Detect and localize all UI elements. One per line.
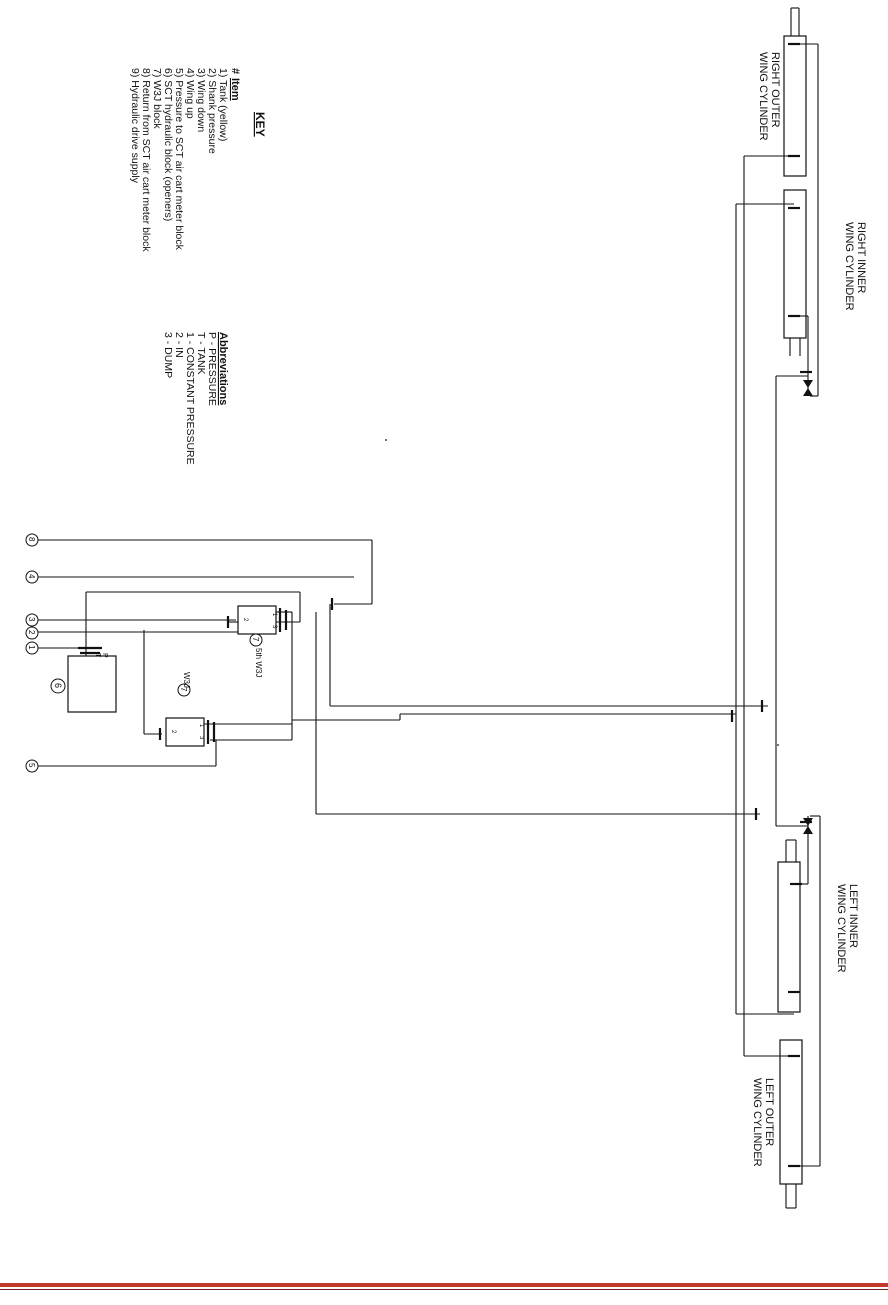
port-3: 3 <box>25 613 39 627</box>
port-5: 5 <box>25 759 39 773</box>
svg-text:RIGHT INNER: RIGHT INNER <box>855 222 867 293</box>
svg-text:4: 4 <box>27 574 36 579</box>
svg-text:2: 2 <box>242 618 248 622</box>
svg-text:2: 2 <box>27 630 36 635</box>
svg-text:1: 1 <box>271 613 277 617</box>
port-1: 1 <box>25 641 39 655</box>
right-outer-barrel <box>783 35 807 177</box>
key-item-3: 3) Wing down <box>195 68 207 132</box>
left-outer-barrel <box>779 1039 803 1185</box>
svg-text:T: T <box>94 653 101 658</box>
abbreviation-t: T - TANK <box>195 332 207 375</box>
stray-dot <box>385 439 387 441</box>
port-8: 8 <box>25 533 39 547</box>
port-4: 4 <box>25 570 39 584</box>
feed-lines <box>292 700 768 820</box>
svg-text:P: P <box>101 653 108 658</box>
key-hash: # <box>229 68 241 74</box>
control-lines <box>38 539 373 814</box>
abbreviation-p: P - PRESSURE <box>206 332 218 406</box>
svg-text:7: 7 <box>179 687 188 692</box>
left-check-valve <box>776 816 813 884</box>
svg-text:3: 3 <box>271 625 277 629</box>
sct-hydraulic-block: 6 P T <box>50 646 117 713</box>
svg-text:LEFT OUTER: LEFT OUTER <box>763 1078 775 1146</box>
block-7-badge-lower <box>177 683 191 697</box>
left-inner-barrel <box>777 861 801 1013</box>
label-left-inner: LEFT INNER WING CYLINDER <box>835 884 859 973</box>
key-item-4: 4) Wing up <box>184 68 196 119</box>
svg-text:3: 3 <box>27 617 36 622</box>
svg-text:RIGHT OUTER: RIGHT OUTER <box>769 52 781 128</box>
key-item-5: 5) Pressure to SCT air cart meter block <box>173 68 185 251</box>
key-item-9: 9) Hydraulic drive supply <box>129 68 141 184</box>
label-right-inner: RIGHT INNER WING CYLINDER <box>843 222 867 311</box>
svg-text:1: 1 <box>27 645 36 650</box>
footer-rule <box>0 1289 888 1290</box>
svg-text:W3J: W3J <box>182 672 191 688</box>
label-left-outer: LEFT OUTER WING CYLINDER <box>751 1078 775 1167</box>
svg-text:1: 1 <box>198 724 204 728</box>
right-inner-cylinder <box>783 189 809 356</box>
key-item-6: 6) SCT hydraulic block (openers) <box>162 68 174 221</box>
svg-text:5th W3J: 5th W3J <box>254 648 263 677</box>
upper-w3j-block: 1 3 2 7 5th W3J <box>226 605 300 677</box>
abbreviations-title: Abbreviations <box>217 332 229 405</box>
abbreviations-legend: Abbreviations P - PRESSURE T - TANK 1 - … <box>162 332 229 465</box>
abbreviation-2: 2 - IN <box>173 332 185 358</box>
label-right-outer: RIGHT OUTER WING CYLINDER <box>757 52 781 141</box>
svg-text:6: 6 <box>53 683 63 688</box>
lower-w3j-block: 1 3 2 7 W3J <box>158 672 292 747</box>
key-item-2: 2) Shank pressure <box>206 68 218 154</box>
svg-text:WING CYLINDER: WING CYLINDER <box>835 884 847 973</box>
svg-text:WING CYLINDER: WING CYLINDER <box>843 222 855 311</box>
svg-text:WING CYLINDER: WING CYLINDER <box>757 52 769 141</box>
block-6-badge <box>50 678 66 694</box>
key-item-header: Item <box>229 78 241 101</box>
key-legend: KEY # Item 1) Tank (yellow) 2) Shank pre… <box>129 68 267 252</box>
left-outer-cylinder <box>779 1039 820 1209</box>
abbreviation-3: 3 - DUMP <box>162 332 174 378</box>
key-title: KEY <box>253 112 267 137</box>
key-item-8: 8) Return from SCT air cart meter block <box>140 68 152 252</box>
right-inner-barrel <box>783 189 807 339</box>
left-inner-cylinder <box>777 839 808 1013</box>
svg-text:3: 3 <box>198 736 204 740</box>
right-outer-cylinder <box>783 7 818 177</box>
svg-text:5: 5 <box>27 763 36 768</box>
key-item-7: 7) W3J block <box>151 68 163 129</box>
svg-text:8: 8 <box>27 537 36 542</box>
abbreviation-1: 1 - CONSTANT PRESSURE <box>184 332 196 465</box>
svg-text:7: 7 <box>251 637 260 642</box>
right-check-valve <box>776 356 813 396</box>
footer-accent-bar <box>0 1283 888 1287</box>
stray-dot <box>777 744 779 746</box>
svg-text:2: 2 <box>170 730 176 734</box>
svg-text:WING CYLINDER: WING CYLINDER <box>751 1078 763 1167</box>
block-7-badge-upper <box>249 633 263 647</box>
key-item-1: 1) Tank (yellow) <box>217 68 229 141</box>
trunk-hoses <box>735 155 794 1057</box>
svg-text:LEFT INNER: LEFT INNER <box>847 884 859 948</box>
port-2: 2 <box>25 626 39 640</box>
